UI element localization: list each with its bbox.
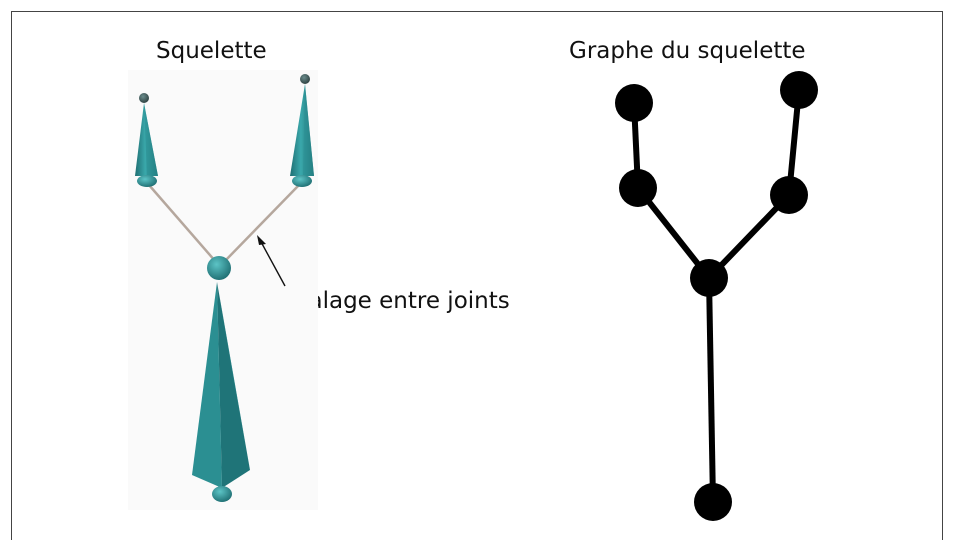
graph-edge — [635, 186, 712, 280]
figure-frame — [11, 11, 943, 540]
right-upper-bone — [290, 74, 314, 187]
right-offset-line — [223, 184, 300, 263]
graph-edge — [706, 277, 716, 503]
root-joint — [207, 256, 231, 280]
graph-node — [615, 84, 653, 122]
graph-edges — [631, 89, 802, 503]
joint-offset-lines — [148, 184, 300, 263]
left-offset-line — [148, 184, 217, 263]
skeleton-graph — [615, 71, 818, 521]
lower-bone — [192, 282, 250, 502]
skeleton-graph-title: Graphe du squelette — [569, 38, 806, 64]
left-upper-bone — [135, 93, 158, 187]
graph-nodes — [615, 71, 818, 521]
lower-tip-joint — [212, 486, 232, 502]
graph-node — [780, 71, 818, 109]
right-tip-joint — [300, 74, 310, 84]
graph-edge — [706, 192, 792, 281]
joint-offset-label: Décalage entre joints — [264, 288, 510, 314]
annotation-arrow — [257, 235, 286, 287]
graph-node — [694, 483, 732, 521]
graph-node — [619, 169, 657, 207]
skeleton-title: Squelette — [156, 38, 267, 64]
graph-node — [690, 259, 728, 297]
graph-node — [770, 176, 808, 214]
left-tip-joint — [139, 93, 149, 103]
